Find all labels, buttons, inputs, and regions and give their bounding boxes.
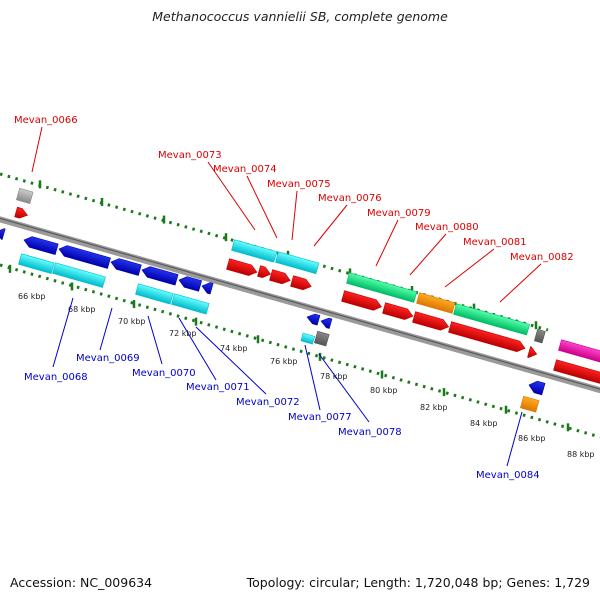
kbp-label: 66 kbp: [18, 292, 46, 301]
gene-feature: [178, 276, 203, 292]
gene-feature: [269, 269, 291, 285]
label-leader-line: [291, 190, 298, 241]
bottom-gene-label: Mevan_0069: [76, 353, 140, 364]
gene-feature: [290, 275, 312, 291]
gene-feature: [257, 265, 272, 278]
kbp-label: 82 kbp: [420, 403, 448, 412]
gene-feature: [275, 251, 320, 275]
gene-feature: [110, 258, 142, 276]
gene-feature: [14, 206, 29, 219]
gene-feature: [300, 332, 316, 345]
label-leader-line: [313, 204, 348, 247]
top-gene-label: Mevan_0079: [367, 208, 431, 219]
gene-feature: [412, 311, 450, 331]
genome-backbone-edge: [0, 217, 600, 390]
gene-feature: [553, 359, 600, 385]
kbp-label: 68 kbp: [68, 305, 96, 314]
genome-backbone: [0, 216, 600, 394]
gene-feature: [313, 330, 330, 347]
gene-feature: [416, 292, 456, 314]
gene-feature: [341, 290, 382, 311]
gene-feature: [52, 262, 106, 288]
top-gene-label: Mevan_0080: [415, 222, 479, 233]
kbp-label: 76 kbp: [270, 357, 298, 366]
gene-feature: [18, 253, 55, 274]
lower-ruler: [0, 263, 600, 439]
gene-feature: [558, 339, 600, 363]
gene-feature: [171, 293, 210, 315]
gene-feature: [58, 245, 111, 269]
kbp-label: 78 kbp: [320, 372, 348, 381]
kbp-label: 70 kbp: [118, 317, 146, 326]
kbp-label: 88 kbp: [567, 450, 595, 459]
label-leader-line: [195, 326, 267, 395]
gene-feature: [453, 303, 530, 336]
label-leader-line: [178, 317, 217, 381]
gene-feature: [201, 282, 214, 295]
kbp-label: 84 kbp: [470, 419, 498, 428]
gene-feature: [23, 236, 59, 255]
bottom-gene-label: Mevan_0078: [338, 427, 402, 438]
label-leader-line: [207, 161, 256, 231]
bottom-gene-label: Mevan_0072: [236, 397, 300, 408]
kbp-label: 80 kbp: [370, 386, 398, 395]
gene-feature: [135, 283, 174, 305]
label-leader-line: [52, 297, 74, 368]
gene-feature: [231, 239, 278, 263]
label-leader-line: [506, 411, 523, 467]
top-gene-label: Mevan_0081: [463, 237, 527, 248]
bottom-gene-label: Mevan_0084: [476, 470, 540, 481]
kbp-label: 74 kbp: [220, 344, 248, 353]
gene-feature: [519, 395, 540, 413]
top-gene-label: Mevan_0074: [213, 164, 277, 175]
gene-feature: [448, 321, 526, 353]
genome-title: Methanococcus vannielii SB, complete gen…: [152, 9, 448, 24]
top-gene-label: Mevan_0075: [267, 179, 331, 190]
label-leader-line: [246, 175, 278, 239]
label-leader-line: [499, 263, 542, 303]
label-leader-line: [409, 233, 447, 276]
top-gene-label: Mevan_0076: [318, 193, 382, 204]
gene-feature: [382, 302, 414, 320]
label-leader-line: [318, 353, 370, 423]
bottom-gene-label: Mevan_0077: [288, 412, 352, 423]
gene-feature: [527, 346, 538, 358]
gene-feature: [533, 328, 546, 344]
accession-text: Accession: NC_009634: [10, 575, 153, 590]
gene-feature: [141, 266, 179, 286]
label-leader-line: [147, 315, 163, 365]
top-gene-label: Mevan_0073: [158, 150, 222, 161]
label-leader-line: [375, 219, 399, 267]
label-leader-line: [304, 344, 321, 411]
gene-feature: [226, 258, 258, 276]
bottom-gene-label: Mevan_0071: [186, 382, 250, 393]
genome-summary-text: Topology: circular; Length: 1,720,048 bp…: [246, 575, 590, 590]
label-leader-line: [444, 248, 495, 288]
gene-feature: [346, 272, 418, 303]
gene-feature: [306, 313, 321, 326]
top-gene-label: Mevan_0066: [14, 115, 78, 126]
gene-feature: [320, 317, 333, 329]
label-leader-line: [99, 307, 113, 351]
bottom-gene-label: Mevan_0068: [24, 372, 88, 383]
label-leader-line: [31, 126, 43, 173]
top-gene-label: Mevan_0082: [510, 252, 574, 263]
kbp-label: 86 kbp: [518, 434, 546, 443]
kbp-label: 72 kbp: [169, 329, 197, 338]
gene-feature: [0, 228, 6, 240]
gene-feature: [15, 187, 34, 204]
bottom-gene-label: Mevan_0070: [132, 368, 196, 379]
gene-feature: [528, 380, 546, 396]
